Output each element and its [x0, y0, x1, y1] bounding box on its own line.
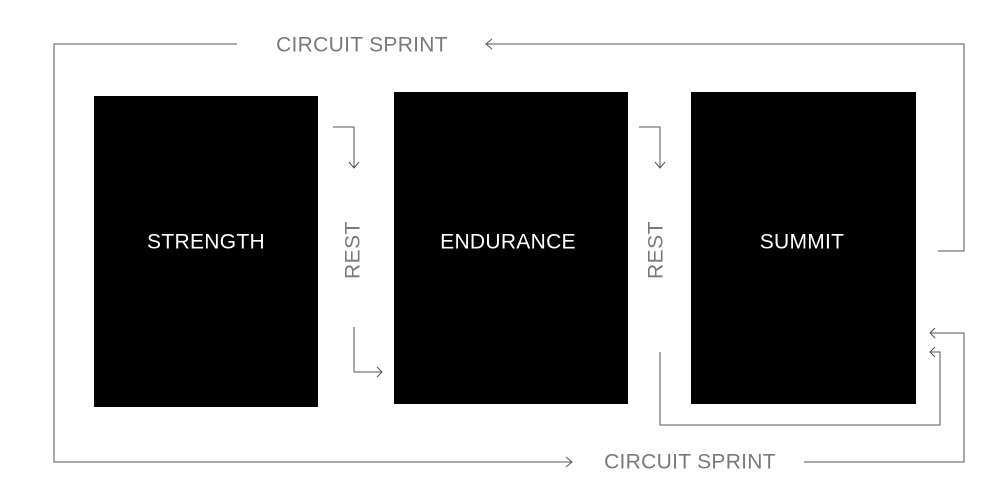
top-loop-left-arrow-icon [485, 38, 493, 50]
rest-2-down-arrow-icon [654, 161, 666, 169]
bottom-loop-label: CIRCUIT SPRINT [604, 451, 776, 474]
rest-label-2: REST [645, 221, 668, 279]
stage-endurance: ENDURANCE [394, 92, 628, 404]
top-circuit-loop: CIRCUIT SPRINT [53, 34, 965, 468]
rest-2-left-arrow-icon [929, 346, 936, 358]
top-loop-left-line [53, 43, 572, 463]
stage-summit-label: SUMMIT [760, 231, 845, 254]
stage-strength: STRENGTH [94, 96, 318, 407]
top-loop-label: CIRCUIT SPRINT [276, 34, 448, 57]
stage-strength-label: STRENGTH [147, 231, 265, 254]
stage-strength-box [94, 96, 318, 407]
rest-label-1: REST [342, 221, 365, 279]
bottom-loop-line [804, 332, 965, 463]
top-loop-right-arrow-icon [565, 456, 573, 468]
rest-2-upper-line [639, 126, 661, 168]
bottom-circuit-loop: CIRCUIT SPRINT [604, 327, 965, 474]
stage-endurance-label: ENDURANCE [440, 231, 576, 254]
stage-endurance-box [394, 92, 628, 404]
rest-1-lower-line [353, 327, 382, 373]
rest-1-right-arrow-icon [376, 366, 383, 378]
stage-summit: SUMMIT [691, 92, 916, 404]
rest-connector-1 [333, 126, 383, 378]
top-loop-right-line [486, 43, 965, 252]
stage-summit-box [691, 92, 916, 404]
rest-1-upper-line [333, 126, 355, 168]
rest-1-down-arrow-icon [348, 161, 360, 169]
rest-2-lower-line [659, 351, 941, 426]
bottom-loop-left-arrow-icon [929, 327, 936, 339]
rest-connector-2 [639, 126, 941, 426]
